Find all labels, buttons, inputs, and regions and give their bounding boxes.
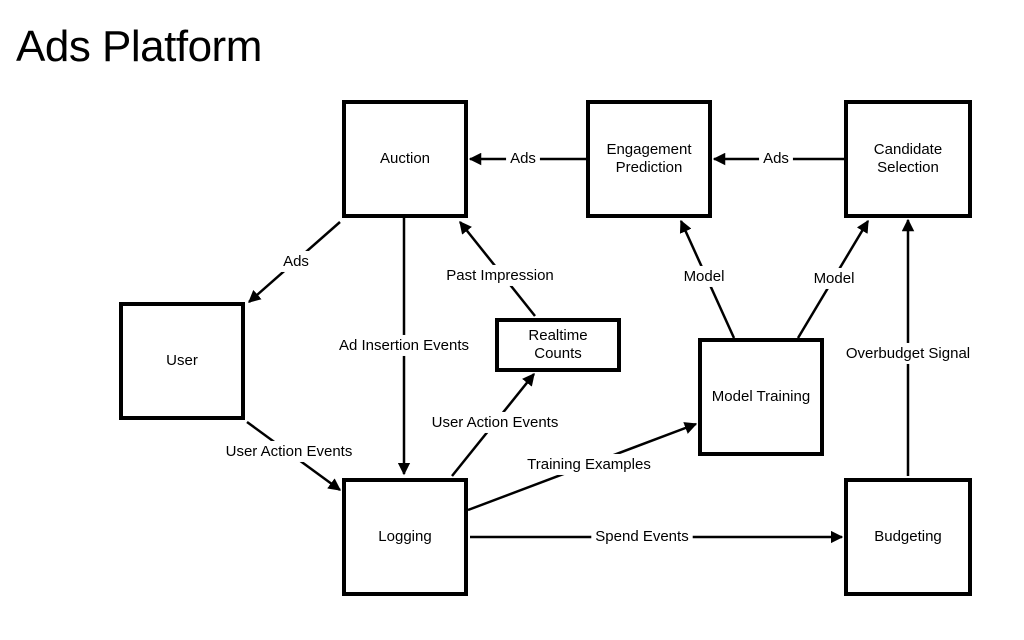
edge-label-text-budgeting-to-candidate: Overbudget Signal xyxy=(846,345,970,362)
node-label-engagement: Engagement xyxy=(606,141,692,158)
edge-label-text-candidate-to-engagement: Ads xyxy=(763,150,789,167)
node-label-candidate: Candidate xyxy=(874,141,942,158)
edge-label-auction-to-logging: Ad Insertion Events xyxy=(334,334,474,356)
edge-label-bg xyxy=(221,440,357,462)
edge-label-training-to-engagement: Model xyxy=(679,265,729,287)
edge-label-logging-to-training: Training Examples xyxy=(523,453,655,475)
edge-label-engagement-to-auction: Ads xyxy=(506,147,540,169)
edge-label-text-logging-to-realtime: User Action Events xyxy=(432,414,559,431)
node-label-logging: Logging xyxy=(378,528,431,545)
edge-label-text-user-to-logging: User Action Events xyxy=(226,443,353,460)
node-logging: Logging xyxy=(342,478,468,596)
edge-label-auction-to-user: Ads xyxy=(279,250,313,272)
node-user: User xyxy=(119,302,245,420)
node-budgeting: Budgeting xyxy=(844,478,972,596)
node-label-candidate: Selection xyxy=(877,159,939,176)
edge-label-bg xyxy=(591,525,693,547)
edge-label-text-engagement-to-auction: Ads xyxy=(510,150,536,167)
node-label-realtime: Realtime xyxy=(528,327,587,344)
edge-label-logging-to-realtime: User Action Events xyxy=(427,411,563,433)
edge-label-bg xyxy=(841,342,975,364)
edge-label-bg xyxy=(506,147,540,169)
edge-label-bg xyxy=(523,453,655,475)
node-label-user: User xyxy=(166,352,198,369)
edge-label-text-realtime-to-auction: Past Impression xyxy=(446,267,554,284)
edge-label-bg xyxy=(759,147,793,169)
edge-label-bg xyxy=(427,411,563,433)
edge-label-budgeting-to-candidate: Overbudget Signal xyxy=(841,342,975,364)
edge-label-user-to-logging: User Action Events xyxy=(221,440,357,462)
edge-label-bg xyxy=(809,267,859,289)
edge-label-bg xyxy=(279,250,313,272)
edge-label-candidate-to-engagement: Ads xyxy=(759,147,793,169)
edge-label-text-auction-to-user: Ads xyxy=(283,253,309,270)
node-auction: Auction xyxy=(342,100,468,218)
node-label-budgeting: Budgeting xyxy=(874,528,942,545)
edge-label-text-training-to-candidate: Model xyxy=(814,270,855,287)
edge-label-bg xyxy=(679,265,729,287)
edge-label-text-logging-to-budgeting: Spend Events xyxy=(595,528,688,545)
node-label-engagement: Prediction xyxy=(616,159,683,176)
edge-label-training-to-candidate: Model xyxy=(809,267,859,289)
page-title: Ads Platform xyxy=(16,22,262,71)
edge-label-text-logging-to-training: Training Examples xyxy=(527,456,651,473)
edge-label-logging-to-budgeting: Spend Events xyxy=(591,525,693,547)
node-label-realtime: Counts xyxy=(534,345,582,362)
edge-label-bg xyxy=(334,334,474,356)
edge-label-realtime-to-auction: Past Impression xyxy=(442,264,558,286)
edge-label-text-training-to-engagement: Model xyxy=(684,268,725,285)
node-model-training: Model Training xyxy=(698,338,824,456)
edge-label-text-auction-to-logging: Ad Insertion Events xyxy=(339,337,469,354)
edge-label-bg xyxy=(442,264,558,286)
node-label-model-training: Model Training xyxy=(712,388,810,405)
node-label-auction: Auction xyxy=(380,150,430,167)
